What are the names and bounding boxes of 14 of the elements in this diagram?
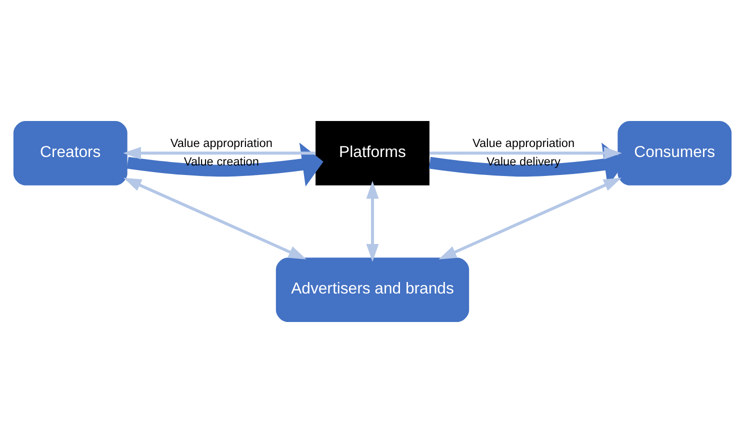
node-box: Consumers	[618, 120, 732, 185]
arrow	[430, 146, 622, 159]
node-box: Advertisers and brands	[276, 257, 470, 322]
arrow	[123, 177, 306, 259]
arrow	[438, 177, 622, 259]
node-box: Platforms	[316, 120, 430, 185]
node-box: Creators	[13, 120, 128, 185]
edge-label: Value appropriation	[472, 135, 575, 150]
arrow	[123, 146, 316, 159]
arrow	[366, 180, 379, 262]
edge-label: Value delivery	[486, 154, 560, 168]
arrow	[126, 142, 324, 186]
edge-label: Value creation	[184, 154, 259, 168]
edge-label: Value appropriation	[170, 135, 272, 150]
